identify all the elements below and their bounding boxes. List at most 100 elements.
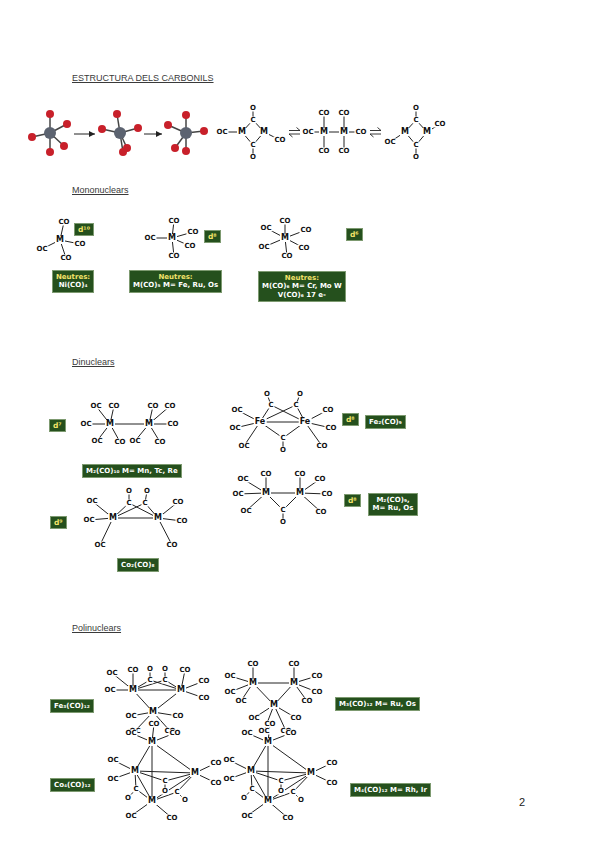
box-text: M₂(CO)₉, M= Ru, Os	[372, 496, 414, 513]
electron-count-tag: d⁷	[49, 419, 66, 432]
bond-line	[344, 135, 345, 148]
atom-label: M	[147, 797, 157, 805]
atom-label: M	[261, 489, 271, 497]
atom-label: CO	[281, 815, 294, 822]
formula-box: M₄(CO)₁₂ M= Rh, Ir	[350, 783, 431, 797]
atom-label: O	[297, 797, 305, 804]
bond-lines	[45, 111, 438, 816]
atom-label: Fe	[299, 418, 312, 426]
oxygen-ball	[98, 125, 106, 133]
atom-label: O	[240, 795, 248, 802]
atom-label: OC	[257, 244, 270, 251]
atom-label: M	[144, 420, 154, 428]
atom-label: C	[249, 142, 256, 149]
atom-label: M	[400, 128, 410, 136]
atom-label: CO	[163, 403, 176, 410]
atom-label: O	[279, 519, 287, 526]
bond-line	[137, 745, 151, 769]
atom-label: CO	[299, 227, 312, 234]
box-text: d⁸	[346, 415, 355, 424]
box-text: M(CO)₅ M= Fe, Ru, Os	[133, 281, 218, 289]
atom-label: OC	[143, 235, 156, 242]
atom-label: M	[295, 489, 305, 497]
atom-label: OC	[82, 517, 95, 524]
atom-label: OC	[85, 498, 98, 505]
equilibrium-arrow	[289, 128, 300, 138]
atom-label: CO	[165, 815, 178, 822]
bond-line	[254, 772, 278, 780]
atom-label: OC	[90, 438, 103, 445]
half-arrow	[370, 134, 381, 137]
atom-label: OC	[103, 687, 116, 694]
oxygen-ball	[28, 133, 36, 141]
atom-label: M	[259, 128, 269, 136]
atom-label: CO	[153, 439, 166, 446]
atom-label: CO	[147, 721, 160, 728]
atom-label: OC	[257, 728, 270, 735]
atom-label: O	[143, 488, 151, 495]
electron-count-tag: d⁸	[344, 494, 361, 507]
bond-line	[155, 692, 178, 710]
atom-label: CO	[337, 110, 350, 117]
bond-line	[253, 745, 267, 769]
atom-label: O	[279, 447, 287, 454]
atom-label: M	[190, 769, 200, 777]
box-text: M₄(CO)₁₂ M= Rh, Ir	[354, 786, 427, 794]
atom-label: M	[105, 420, 115, 428]
box-text: d¹⁰	[78, 225, 90, 234]
atom-label: M	[128, 686, 138, 694]
section-heading: Polinuclears	[72, 623, 121, 634]
oxygen-ball	[63, 120, 71, 128]
atom-label: CO	[337, 148, 350, 155]
box-text: Fe₃(CO)₁₂	[54, 702, 90, 710]
atom-label: C	[412, 142, 419, 149]
atom-label: OC	[383, 139, 396, 146]
box-text: Co₂(CO)₈	[121, 561, 155, 569]
atom-label: OC	[128, 438, 141, 445]
atom-label: CO	[165, 542, 178, 549]
oxygen-ball	[200, 127, 208, 135]
bond-line	[179, 775, 193, 790]
atom-label: CO	[263, 721, 276, 728]
electron-count-tag: d⁸	[342, 413, 359, 426]
oxygen-ball	[134, 124, 142, 132]
atom-label: OC	[222, 757, 235, 764]
atom-label: OC	[228, 425, 241, 432]
atom-label: CO	[313, 476, 326, 483]
atom-label: CO	[297, 245, 310, 252]
atom-label: CO	[433, 121, 446, 128]
atom-label: CO	[126, 667, 139, 674]
atom-label: M	[263, 797, 273, 805]
atom-label: CO	[107, 403, 120, 410]
box-text: Neutres:	[133, 273, 218, 281]
electron-count-tag: d⁹	[50, 516, 67, 529]
atom-label: CO	[259, 471, 272, 478]
atom-label: O	[412, 105, 420, 112]
atom-label: CO	[317, 148, 330, 155]
bond-line	[254, 771, 308, 773]
atom-label: CO	[73, 241, 86, 248]
bond-line	[324, 135, 325, 148]
atom-label: OC	[105, 670, 118, 677]
atom-label: C	[132, 786, 139, 793]
atom-label: O	[146, 666, 154, 673]
atom-label: OC	[124, 813, 137, 820]
atom-label: CO	[209, 780, 222, 787]
atom-label: CO	[197, 695, 210, 702]
atom-label: O	[277, 788, 285, 795]
atom-label: CO	[289, 715, 302, 722]
ball-model	[164, 111, 208, 155]
atom-label: CO	[167, 253, 180, 260]
box-text: M(CO)₆ M= Cr, Mo W	[262, 282, 342, 290]
bond-line	[111, 427, 118, 440]
atom-label: CO	[146, 403, 159, 410]
atom-label: CO	[171, 499, 184, 506]
atom-label: CO	[175, 518, 188, 525]
atom-label: M	[148, 708, 158, 716]
atom-label: M	[306, 769, 316, 777]
atom-label: O	[263, 391, 271, 398]
atom-label: M	[289, 679, 299, 687]
bond-line	[251, 774, 253, 786]
half-arrow	[370, 128, 381, 131]
